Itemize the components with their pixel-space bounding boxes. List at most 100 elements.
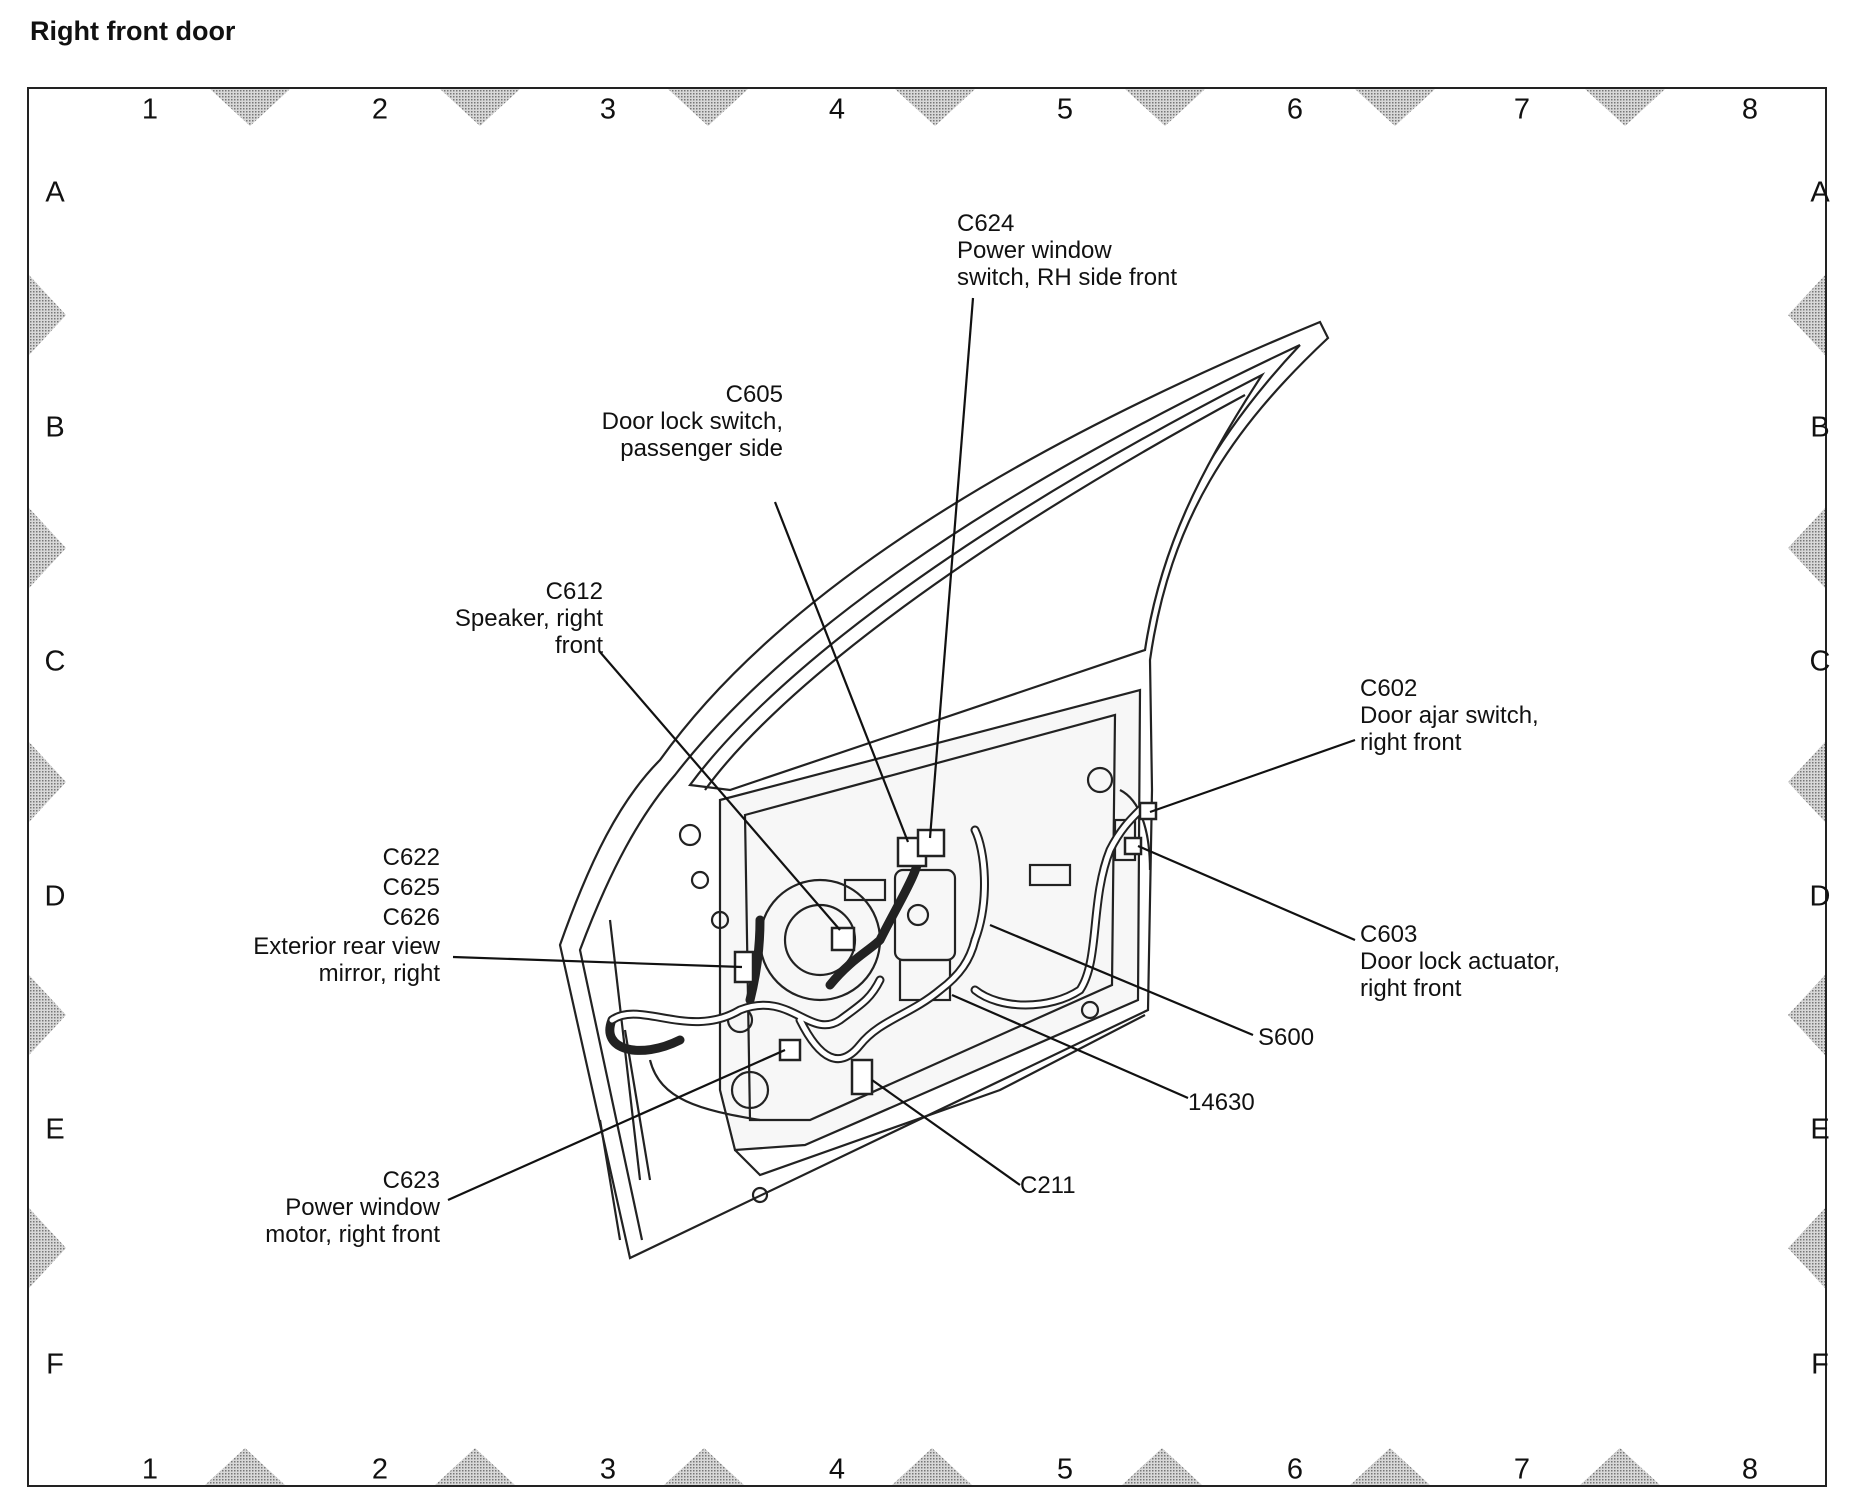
callout-text: Door lock actuator,	[1360, 948, 1561, 975]
connectors	[733, 801, 1158, 1096]
connector-c211	[850, 1058, 874, 1096]
door-drawing	[558, 320, 1330, 1260]
zone-marker	[668, 89, 748, 126]
column-label-top: 1	[141, 93, 159, 126]
bottom-zone-markers	[205, 1448, 1660, 1485]
zone-marker	[1580, 1448, 1660, 1485]
zone-marker	[1125, 89, 1205, 126]
zone-marker	[435, 1448, 515, 1485]
zone-marker	[1350, 1448, 1430, 1485]
column-label-top: 5	[1056, 93, 1074, 126]
callout-text: Door lock switch,	[601, 408, 783, 435]
callout-code: C622	[382, 844, 440, 871]
row-label-right: F	[1811, 1348, 1829, 1381]
leader-c603	[1137, 844, 1356, 942]
zone-marker	[1788, 975, 1825, 1055]
callout-code: S600	[1258, 1024, 1315, 1051]
zone-marker	[1355, 89, 1435, 126]
callout-text: right front	[1360, 729, 1462, 756]
zone-marker	[892, 1448, 972, 1485]
callout-code: C603	[1360, 921, 1418, 948]
callout-mirror: C622 C625 C626 Exterior rear view mirror…	[253, 843, 440, 987]
callout-text: Speaker, right	[454, 605, 603, 632]
leader-c602	[1149, 738, 1356, 814]
column-label-bottom: 2	[371, 1453, 389, 1486]
row-label-right: C	[1809, 645, 1831, 678]
zone-marker	[1788, 275, 1825, 355]
leader-c624	[928, 297, 975, 839]
leader-s600	[989, 923, 1254, 1037]
callout-code: 14630	[1188, 1089, 1255, 1116]
callout-c603: C603 Door lock actuator, right front	[1360, 921, 1560, 1002]
column-label-bottom: 8	[1741, 1453, 1759, 1486]
zone-marker	[1122, 1448, 1202, 1485]
leader-14630	[951, 993, 1189, 1100]
callout-code: C605	[725, 381, 783, 408]
leader-mirror	[452, 955, 743, 969]
row-label-left: F	[46, 1348, 64, 1381]
column-label-bottom: 7	[1513, 1453, 1531, 1486]
callout-code: C624	[957, 210, 1015, 237]
connector-c623	[778, 1038, 802, 1062]
callout-c602: C602 Door ajar switch, right front	[1360, 675, 1539, 756]
column-label-top: 8	[1741, 93, 1759, 126]
callout-code: C211	[1020, 1172, 1076, 1199]
callout-code: C623	[382, 1167, 440, 1194]
left-zone-markers	[29, 275, 66, 1288]
leader-c623	[447, 1048, 786, 1202]
connector-c612	[830, 926, 856, 952]
page-title: Right front door	[30, 16, 236, 46]
leader-c612	[599, 651, 841, 931]
callout-c605: C605 Door lock switch, passenger side	[602, 381, 783, 462]
zone-marker	[1585, 89, 1665, 126]
zone-marker	[29, 742, 66, 822]
top-zone-markers	[210, 89, 1665, 126]
callout-text: motor, right front	[265, 1221, 440, 1248]
wiring-harness-inner	[609, 807, 1143, 1062]
callout-c623: C623 Power window motor, right front	[265, 1167, 440, 1248]
row-label-left: D	[44, 880, 66, 913]
callout-code: C612	[545, 578, 603, 605]
connector-c624	[916, 828, 946, 858]
zone-marker	[440, 89, 520, 126]
zone-marker	[210, 89, 290, 126]
diagram-frame	[27, 87, 1827, 1487]
callout-c612: C612 Speaker, right front	[455, 578, 603, 659]
zone-marker	[29, 1208, 66, 1288]
column-label-bottom: 5	[1056, 1453, 1074, 1486]
leader-lines	[447, 297, 1356, 1202]
row-label-right: A	[1810, 176, 1830, 209]
zone-marker	[895, 89, 975, 126]
row-label-left: A	[45, 176, 65, 209]
row-label-right: E	[1810, 1113, 1830, 1146]
callout-text: front	[554, 632, 603, 659]
zone-marker	[205, 1448, 285, 1485]
callout-text: switch, RH side front	[957, 264, 1178, 291]
row-label-left: E	[45, 1113, 65, 1146]
callout-text: mirror, right	[318, 960, 440, 987]
callout-text: Door ajar switch,	[1360, 702, 1539, 729]
zone-marker	[664, 1448, 744, 1485]
column-label-top: 3	[599, 93, 617, 126]
callout-text: right front	[1360, 975, 1462, 1002]
leader-c605	[773, 501, 910, 843]
column-label-top: 7	[1513, 93, 1531, 126]
connector-c603	[1123, 836, 1143, 856]
callout-code: C626	[382, 904, 440, 931]
callout-code: C602	[1360, 675, 1418, 702]
callout-code: C625	[382, 874, 440, 901]
zone-marker	[1788, 742, 1825, 822]
row-label-left: B	[45, 411, 65, 444]
column-label-bottom: 4	[828, 1453, 846, 1486]
callout-s600: S600	[1258, 1024, 1314, 1051]
callout-text: Power window	[285, 1194, 440, 1221]
column-label-bottom: 6	[1286, 1453, 1304, 1486]
column-label-top: 6	[1286, 93, 1304, 126]
callout-text: Exterior rear view	[253, 933, 440, 960]
column-label-top: 4	[828, 93, 846, 126]
callout-c624: C624 Power window switch, RH side front	[957, 210, 1177, 291]
row-label-right: B	[1810, 411, 1830, 444]
column-label-top: 2	[371, 93, 389, 126]
row-label-left: C	[44, 645, 66, 678]
